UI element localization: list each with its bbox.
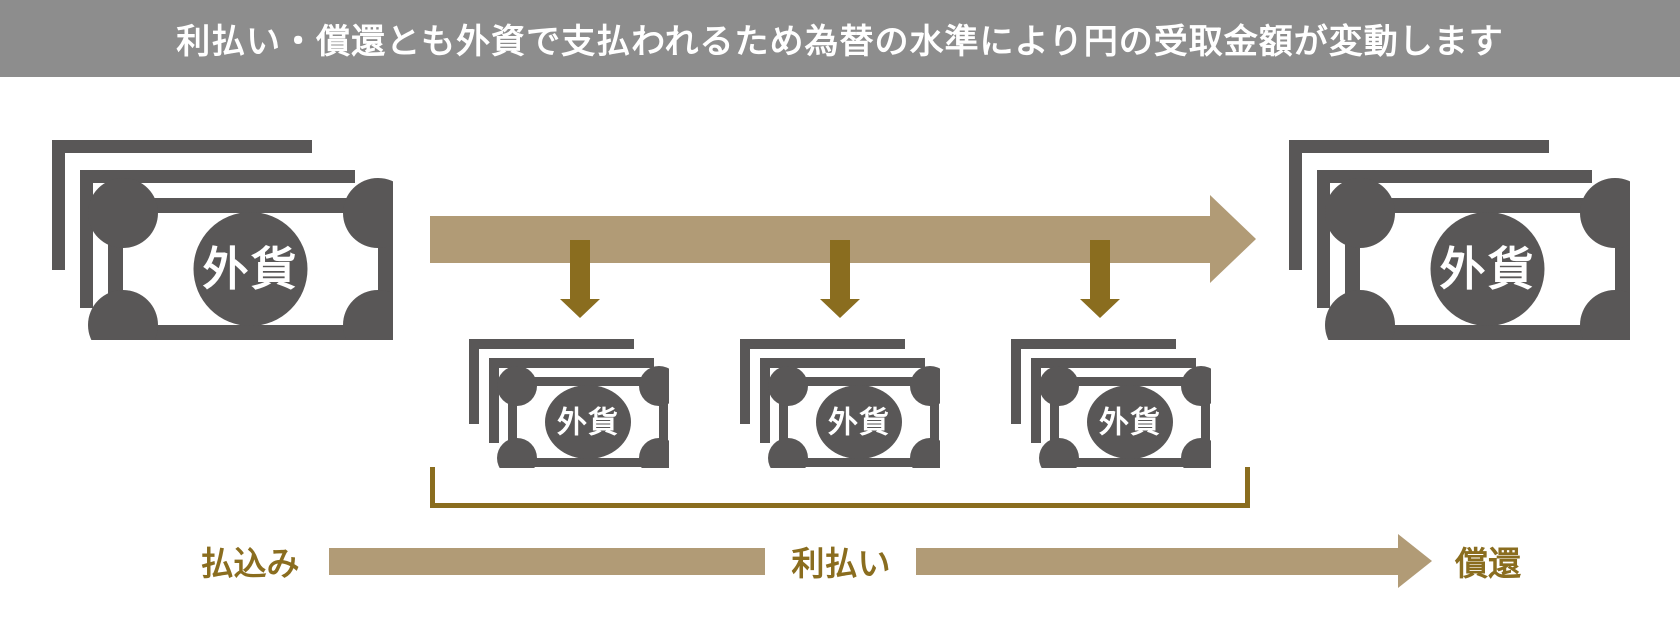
- arrow-head: [1080, 299, 1120, 318]
- interest-currency-stack-2: 外貨: [740, 339, 940, 468]
- interest-down-arrow-icon-2: [820, 240, 860, 318]
- interest-period-bracket: [430, 467, 1250, 508]
- main-flow-arrow-body: [430, 216, 1210, 263]
- interest-down-arrow-icon-3: [1080, 240, 1120, 318]
- arrow-head: [820, 299, 860, 318]
- banknote-stack-icon: [1011, 339, 1211, 468]
- timeline-bar-1: [329, 548, 765, 575]
- redemption-label: 償還: [1455, 545, 1521, 582]
- banknote-stack-icon: [740, 339, 940, 468]
- interest-currency-stack-3: 外貨: [1011, 339, 1211, 468]
- currency-label: 外貨: [203, 243, 299, 295]
- banknote-stack-icon: [1289, 140, 1630, 340]
- payment-label: 払込み: [200, 545, 300, 582]
- header-title: 利払い・償還とも外資で支払われるため為替の水準により円の受取金額が変動します: [176, 23, 1504, 61]
- arrow-shaft: [830, 240, 850, 299]
- header-banner: 利払い・償還とも外資で支払われるため為替の水準により円の受取金額が変動します: [0, 0, 1680, 77]
- foreign-currency-stack-right: 外貨: [1289, 140, 1630, 340]
- timeline-bar-2: [916, 548, 1398, 575]
- timeline-arrow-head-icon: [1398, 534, 1432, 588]
- arrow-shaft: [570, 240, 590, 299]
- interest-down-arrow-icon-1: [560, 240, 600, 318]
- banknote-stack-icon: [469, 339, 669, 468]
- interest-currency-stack-1: 外貨: [469, 339, 669, 468]
- interest-label: 利払い: [791, 545, 891, 582]
- banknote-stack-icon: [52, 140, 393, 340]
- currency-label: 外貨: [1440, 243, 1536, 295]
- arrow-shaft: [1090, 240, 1110, 299]
- arrow-head: [560, 299, 600, 318]
- currency-label: 外貨: [1099, 406, 1161, 440]
- main-flow-arrow-head-icon: [1210, 195, 1256, 283]
- foreign-currency-stack-left: 外貨: [52, 140, 393, 340]
- currency-label: 外貨: [557, 406, 619, 440]
- currency-label: 外貨: [828, 406, 890, 440]
